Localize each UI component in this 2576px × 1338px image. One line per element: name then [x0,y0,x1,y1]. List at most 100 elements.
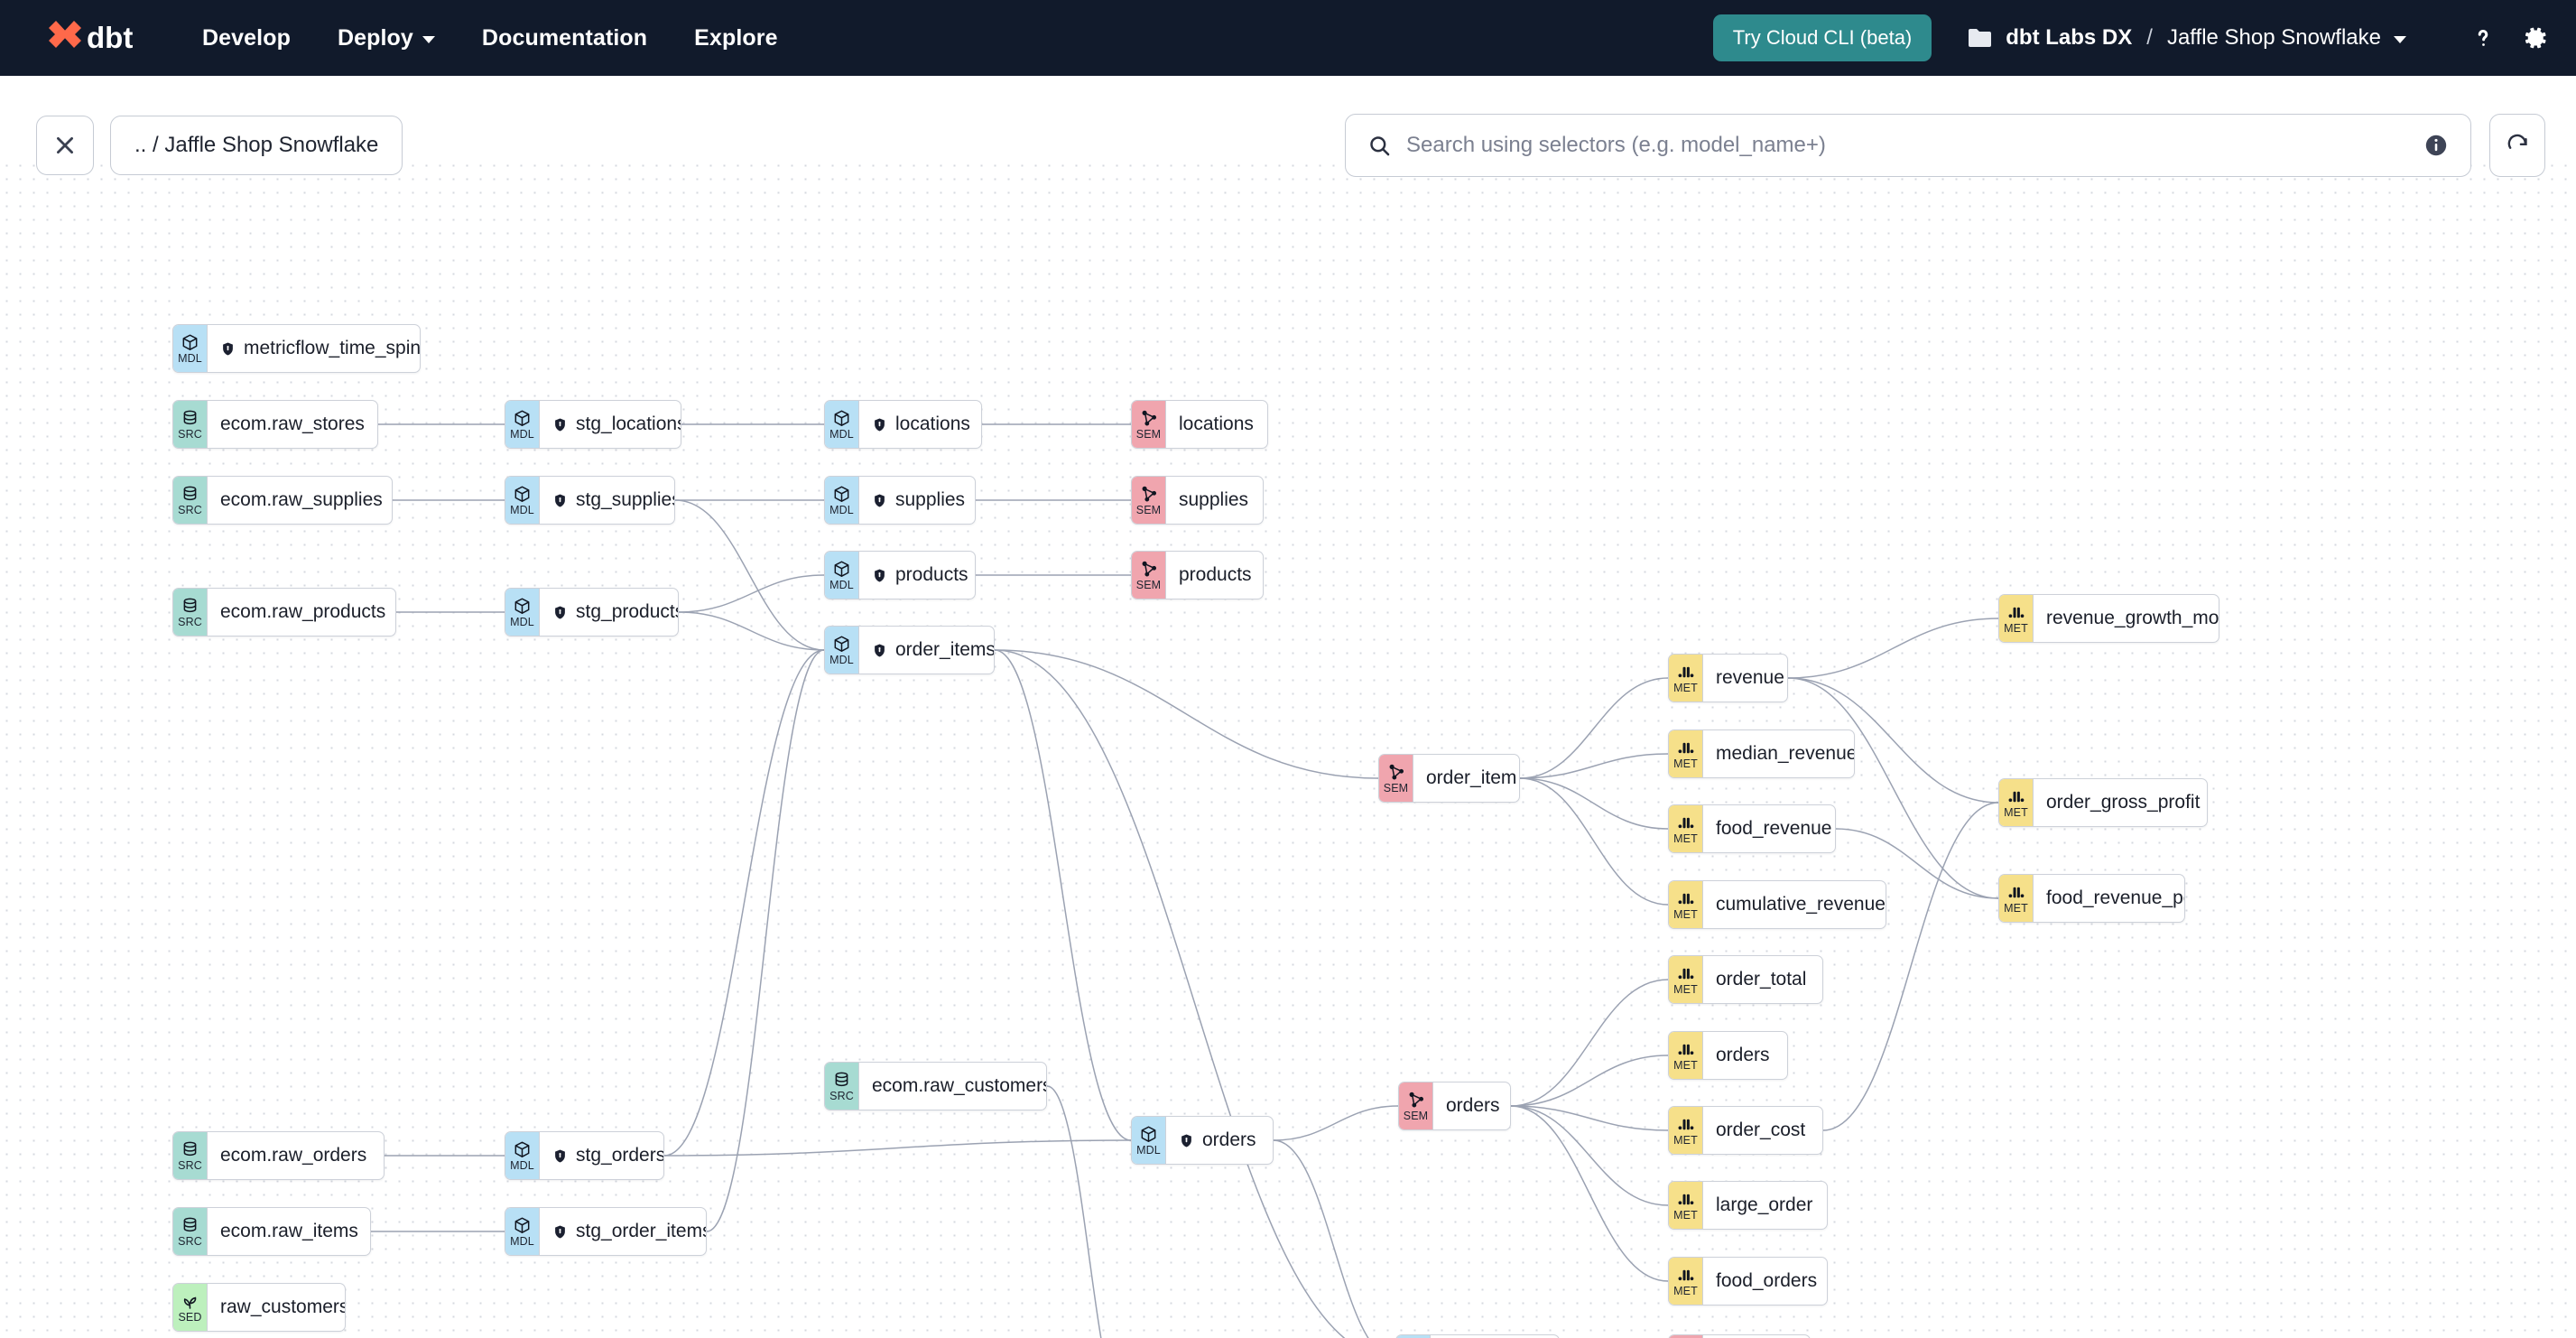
contract-shield-icon [872,493,887,508]
lineage-edge [1046,1085,1102,1338]
graph-node-name: revenue_growth_mom [2046,608,2219,628]
graph-node-label: metricflow_time_spine [208,325,420,372]
graph-node-met_revenue_growth_mom[interactable]: MET revenue_growth_mom [1998,594,2219,643]
nav-link-documentation-label: Documentation [481,24,648,51]
project-breadcrumb[interactable]: dbt Labs DX / Jaffle Shop Snowflake [1968,25,2406,51]
nav-link-explore[interactable]: Explore [694,25,777,51]
contract-shield-icon [872,643,887,658]
lineage-edge [1787,677,1999,804]
graph-node-label: stg_order_items [540,1208,707,1255]
lineage-edges [371,423,1999,1338]
lineage-edge [678,611,825,651]
cube-icon: MDL [1132,1117,1166,1164]
gear-icon[interactable] [2522,24,2549,51]
graph-node-label: revenue [1703,655,1787,702]
top-navigation-bar: dbt Develop Deploy Documentation Explore… [0,0,2576,76]
nav-link-deploy[interactable]: Deploy [338,25,435,51]
dbt-logo[interactable]: dbt [47,17,148,59]
graph-node-name: orders [1446,1095,1500,1116]
search-input[interactable]: Search using selectors (e.g. model_name+… [1345,114,2471,177]
contract-shield-icon [220,341,236,357]
graph-node-name: locations [1179,413,1254,434]
graph-node-label: orders [1166,1117,1271,1164]
graph-node-sem_customers[interactable]: SEMcustomers [1668,1334,1811,1338]
lineage-edge [1787,677,1999,899]
help-icon[interactable] [2469,24,2497,51]
database-icon: SRC [173,589,208,636]
cube-icon: MDL [1396,1335,1431,1338]
lineage-edge [1510,1105,1669,1282]
graph-node-name: stg_order_items [576,1221,707,1241]
graph-node-name: food_revenue_pct [2046,887,2185,908]
cube-icon: MDL [505,589,540,636]
graph-node-name: large_order [1716,1194,1813,1215]
graph-node-name: ecom.raw_supplies [220,489,383,510]
node-type-abbr: MDL [829,503,854,516]
graph-node-stg_order_items[interactable]: MDL stg_order_items [505,1207,707,1256]
graph-node-name: ecom.raw_orders [220,1145,367,1166]
close-button[interactable] [36,116,94,175]
info-icon[interactable] [2423,133,2449,158]
graph-node-label: ecom.raw_supplies [208,477,392,524]
bar-chart-icon: MET [1669,1258,1703,1305]
database-icon: SRC [825,1063,859,1110]
node-type-abbr: MET [2004,621,2028,635]
lineage-edge [1273,1105,1399,1141]
node-type-abbr: SRC [178,427,202,441]
graph-node-name: stg_orders [576,1145,664,1166]
nav-link-documentation[interactable]: Documentation [482,25,647,51]
graph-node-name: orders [1202,1129,1256,1150]
cube-icon: MDL [505,401,540,448]
node-type-abbr: MDL [829,578,854,591]
nav-link-develop[interactable]: Develop [202,25,291,51]
database-icon: SRC [173,401,208,448]
graph-node-customers_mdl[interactable]: MDLcustomers [1395,1334,1560,1338]
graph-node-orders_mdl[interactable]: MDL orders [1131,1116,1274,1165]
graph-node-name: order_cost [1716,1120,1806,1140]
graph-node-label: stg_locations [540,401,681,448]
breadcrumb[interactable]: .. / Jaffle Shop Snowflake [110,116,403,175]
graph-node-name: cumulative_revenue [1716,894,1886,915]
refresh-button[interactable] [2489,114,2545,177]
bar-chart-icon: MET [1999,595,2034,642]
node-type-abbr: SRC [829,1089,854,1102]
try-cloud-cli-button[interactable]: Try Cloud CLI (beta) [1712,14,1932,61]
graph-node-label: stg_supplies [540,477,674,524]
graph-node-label: supplies [1166,477,1263,524]
lineage-edge [1510,1105,1669,1131]
cube-icon: MDL [505,1208,540,1255]
